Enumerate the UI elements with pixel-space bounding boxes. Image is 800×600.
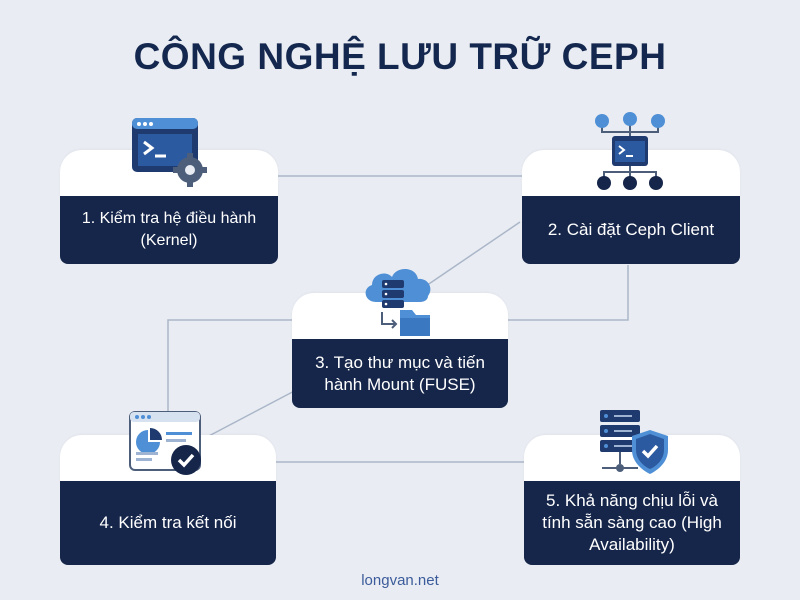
step-5-label: 5. Khả năng chịu lỗi và tính sẵn sàng ca… [542,491,722,554]
page-title: CÔNG NGHỆ LƯU TRỮ CEPH [133,36,667,77]
step-4-label: 4. Kiểm tra kết nối [99,513,237,532]
footer-domain: longvan.net [361,572,439,589]
network-terminal-icon [595,112,665,190]
step-3-label: 3. Tạo thư mục và tiến hành Mount (FUSE) [315,352,485,394]
step-2-label: 2. Cài đặt Ceph Client [547,220,715,239]
cloud-database-folder-icon [365,268,431,336]
step-1-label: 1. Kiểm tra hệ điều hành (Kernel) [81,210,257,249]
terminal-gear-icon [132,118,207,187]
server-shield-icon [600,410,668,474]
dashboard-check-icon [129,411,201,475]
